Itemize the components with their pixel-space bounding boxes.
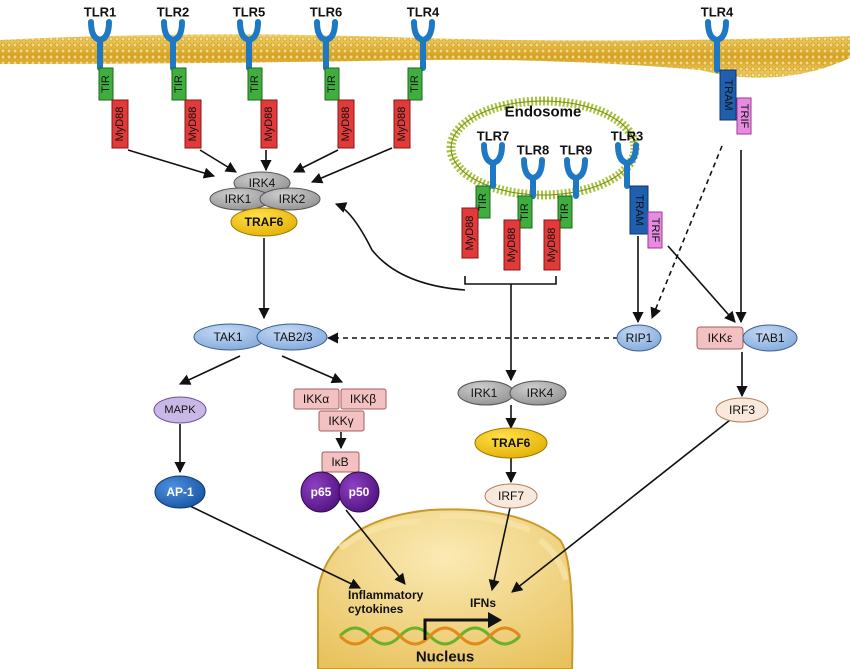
- tak1-tab23-complex: TAK1 TAB2/3: [193, 323, 328, 351]
- tlr4-right-tram-label: TRAM: [722, 79, 734, 110]
- tak1-label: TAK1: [213, 330, 242, 344]
- tlr4-right-receptor-icon: [705, 19, 729, 73]
- tlr7-receptor-icon: [481, 142, 505, 189]
- mid-traf6-label: TRAF6: [492, 436, 531, 450]
- tlr2-label: TLR2: [157, 5, 190, 20]
- tlr6-receptor-icon: [314, 19, 338, 71]
- tlr7-adaptors: TIR MyD88: [461, 185, 491, 259]
- tlr8-adaptors: TIR MyD88: [503, 195, 533, 271]
- tlr9-adaptors: TIR MyD88: [543, 195, 573, 271]
- tab23-label: TAB2/3: [273, 330, 312, 344]
- tlr3-tram-label: TRAM: [633, 194, 645, 225]
- tlr6-myd88-label: MyD88: [340, 107, 352, 142]
- tlr4-adaptors: TIR MyD88: [393, 67, 423, 149]
- tlr9-myd88-label: MyD88: [546, 228, 558, 263]
- nucleus-label: Nucleus: [416, 649, 474, 666]
- irf7-label: IRF7: [498, 489, 524, 503]
- tlr9-label: TLR9: [560, 143, 593, 158]
- ikk-gamma-label: IKKγ: [328, 414, 353, 428]
- tlr5-myd88-label: MyD88: [263, 107, 275, 142]
- tlr5-adaptors: TIR MyD88: [247, 67, 278, 149]
- pathway-arrows: [127, 145, 748, 593]
- mid-irk1-label: IRK1: [471, 386, 498, 400]
- tlr4-right-adaptors: TRAM TRIF: [719, 69, 752, 135]
- tlr3-label: TLR3: [611, 129, 644, 144]
- tlr1-adaptors: TIR MyD88: [98, 67, 129, 149]
- tlr2-myd88-label: MyD88: [187, 107, 199, 142]
- tlr1-receptor-icon: [88, 19, 112, 71]
- p50-label: p50: [349, 485, 370, 499]
- tab1-label: TAB1: [755, 331, 784, 345]
- tlr8-myd88-label: MyD88: [506, 228, 518, 263]
- tlr8-tir-label: TIR: [519, 203, 531, 221]
- p65-label: p65: [311, 485, 332, 499]
- ikk-complex: IKKα IKKβ IKKγ: [293, 388, 387, 432]
- tlr3-adaptors: TRAM TRIF: [629, 185, 663, 249]
- tlr7-myd88-label: MyD88: [464, 216, 476, 251]
- tlr7-tir-label: TIR: [477, 193, 489, 211]
- tlr4-receptor-icon: [411, 19, 435, 71]
- tlr1-label: TLR1: [84, 5, 117, 20]
- tlr5-tir-label: TIR: [249, 75, 261, 93]
- ikke-label: IKKε: [708, 331, 733, 345]
- inflammatory-cytokines-label-2: cytokines: [348, 602, 404, 616]
- rip1-label: RIP1: [626, 331, 653, 345]
- irf3-label: IRF3: [729, 403, 755, 417]
- inflammatory-cytokines-label-1: Inflammatory: [348, 588, 424, 602]
- receptor-layer: [88, 19, 729, 199]
- complex-traf6-label: TRAF6: [245, 215, 284, 229]
- tlr4-right-label: TLR4: [701, 5, 734, 20]
- ikb-label: IκB: [331, 455, 348, 469]
- tlr8-receptor-icon: [521, 157, 545, 199]
- irk-mid-complex: IRK1 IRK4: [457, 380, 567, 406]
- complex-irk1-label: IRK1: [225, 192, 252, 206]
- ikke-tab1-complex: IKKε TAB1: [696, 324, 798, 352]
- nfkb-complex: IκB p65 p50: [300, 451, 380, 513]
- tlr4-right-trif-label: TRIF: [738, 104, 750, 129]
- transcription-arrow: [423, 618, 490, 640]
- tlr8-label: TLR8: [517, 143, 550, 158]
- tlr1-tir-label: TIR: [100, 75, 112, 93]
- ap1-label: AP-1: [166, 485, 194, 499]
- tlr7-label: TLR7: [477, 129, 510, 144]
- tlr3-trif-label: TRIF: [649, 218, 661, 243]
- tlr4-myd88-label: MyD88: [396, 107, 408, 142]
- tlr4-tir-label: TIR: [409, 75, 421, 93]
- tlr4-label: TLR4: [407, 5, 440, 20]
- tlr3-receptor-icon: [615, 142, 639, 189]
- tlr5-receptor-icon: [237, 19, 261, 71]
- tlr6-tir-label: TIR: [326, 75, 338, 93]
- tlr9-tir-label: TIR: [559, 203, 571, 221]
- tlr1-myd88-label: MyD88: [114, 107, 126, 142]
- complex-irk4-label: IRK4: [249, 176, 276, 190]
- ikk-alpha-label: IKKα: [303, 392, 329, 406]
- tlr2-receptor-icon: [161, 19, 185, 71]
- tlr6-adaptors: TIR MyD88: [324, 67, 355, 149]
- dna-helix-icon: [338, 626, 522, 646]
- tlr6-label: TLR6: [310, 5, 343, 20]
- tlr2-adaptors: TIR MyD88: [171, 67, 202, 149]
- mapk-label: MAPK: [164, 404, 196, 416]
- irk-traf6-complex: IRK4 IRK1 IRK2 TRAF6: [209, 171, 321, 237]
- ikk-beta-label: IKKβ: [350, 392, 376, 406]
- tlr2-tir-label: TIR: [173, 75, 185, 93]
- endosome-label: Endosome: [505, 104, 582, 121]
- mid-irk4-label: IRK4: [527, 386, 554, 400]
- tlr9-receptor-icon: [564, 157, 588, 199]
- tlr5-label: TLR5: [233, 5, 266, 20]
- complex-irk2-label: IRK2: [279, 192, 306, 206]
- ifns-label: IFNs: [470, 596, 496, 610]
